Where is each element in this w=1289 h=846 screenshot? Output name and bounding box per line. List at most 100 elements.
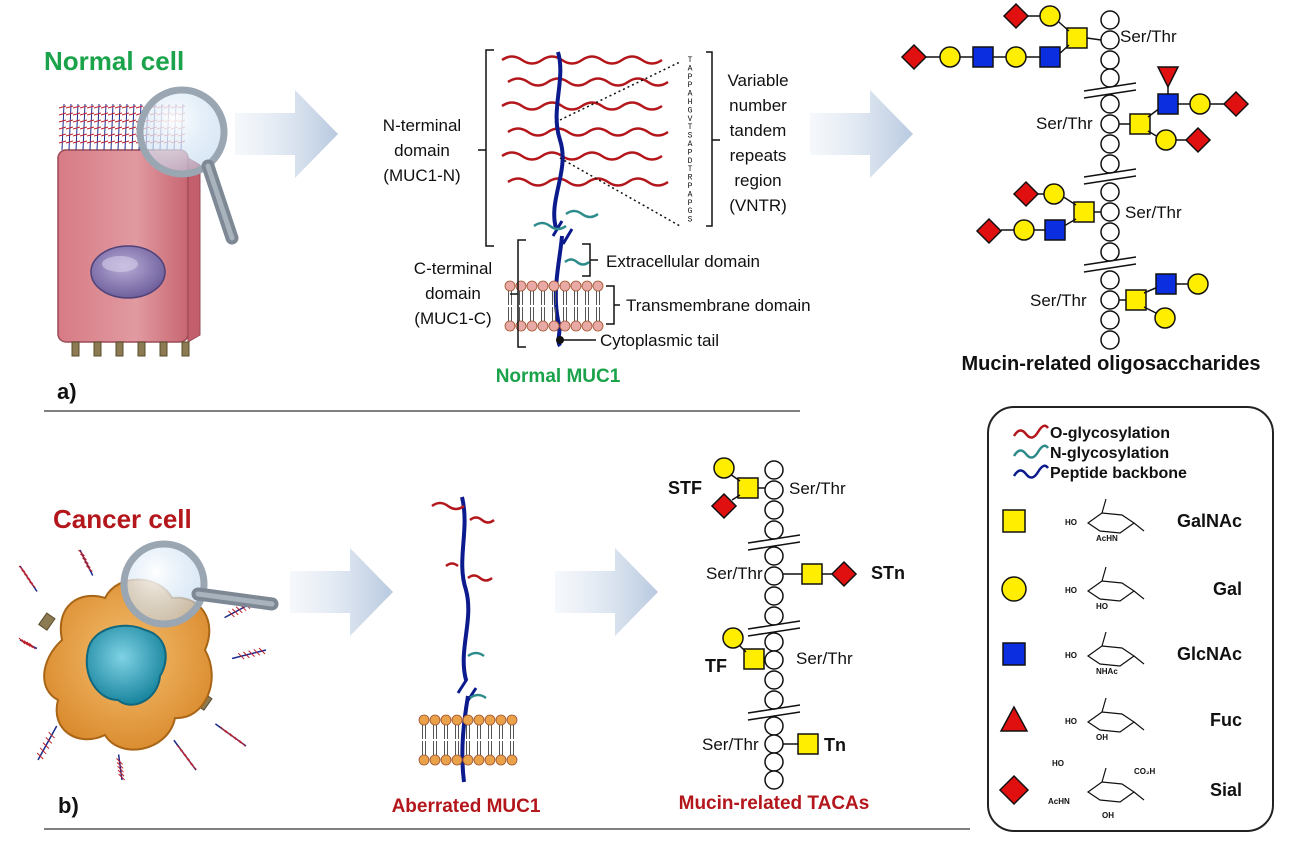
- legend-line-label: N-glycosylation: [1050, 445, 1169, 462]
- spike-glycan: [21, 569, 28, 577]
- amino-acid: [764, 632, 784, 652]
- glcnac-symbol: [1044, 219, 1066, 241]
- chem-label: AcHN: [1048, 797, 1070, 806]
- normal-cell-illustration: [57, 86, 239, 357]
- taca-stn-label: STn: [871, 563, 905, 583]
- vntr-residue: T: [688, 165, 693, 174]
- amino-acid: [764, 606, 784, 626]
- gal-symbol: [1039, 5, 1061, 27]
- glycan-strand: [58, 126, 67, 130]
- cancer-spike: [117, 754, 123, 781]
- glycan-strand: [65, 112, 74, 116]
- vntr-residue: P: [688, 73, 693, 82]
- backbone-strand: [68, 103, 72, 151]
- lipid-head: [418, 754, 430, 766]
- amino-acid: [764, 500, 784, 520]
- glycan-strand: [128, 126, 137, 130]
- glycan-strand: [121, 105, 130, 109]
- spike-glycan: [235, 606, 243, 614]
- anchor: [159, 341, 168, 357]
- taca-stn-site: Ser/Thr: [706, 564, 763, 583]
- break-mark: [1083, 89, 1137, 99]
- glycan-strand: [121, 119, 130, 123]
- spike-glycan: [18, 637, 26, 645]
- lipid-head: [526, 280, 538, 292]
- sugar-bond: [1101, 566, 1107, 582]
- legend-symbol-name: GalNAc: [1177, 511, 1242, 531]
- arrow-3: [290, 548, 393, 636]
- vntr-residue: S: [688, 132, 693, 141]
- glycan-strand: [114, 126, 123, 130]
- glycan-strand: [72, 119, 81, 123]
- glcnac-symbol: [1157, 93, 1179, 115]
- break-mark: [1083, 263, 1137, 273]
- glycan-strand: [114, 119, 123, 123]
- gal-symbol: [1043, 183, 1065, 205]
- amino-acid: [764, 460, 784, 480]
- anchor: [181, 341, 190, 357]
- break-mark: [1083, 256, 1137, 266]
- spike-glycan: [231, 608, 239, 616]
- vntr-label-3: tandem: [730, 121, 787, 140]
- glycan-strand: [114, 105, 123, 109]
- amino-acid: [764, 752, 784, 772]
- vntr-residue: S: [688, 216, 693, 225]
- glycan-strand: [79, 112, 88, 116]
- amino-acid: [764, 650, 784, 670]
- lipid-head: [484, 714, 496, 726]
- glycan-strand: [121, 112, 130, 116]
- oligo-site-4: Ser/Thr: [1030, 291, 1087, 310]
- glycan-strand: [128, 133, 137, 137]
- glycan-strand: [65, 119, 74, 123]
- spike-glycan: [243, 651, 250, 659]
- spike-glycan: [78, 549, 85, 557]
- backbone-strand: [61, 103, 65, 151]
- lipid-head: [451, 754, 463, 766]
- spike-glycan: [85, 565, 93, 572]
- o-glycan-chain: [507, 127, 669, 137]
- spike-glycan: [118, 773, 125, 781]
- break-mark: [747, 627, 801, 637]
- gal-symbol: [1154, 307, 1176, 329]
- vntr-label-2: number: [729, 96, 787, 115]
- glycan-strand: [100, 133, 109, 137]
- lipid-head: [429, 754, 441, 766]
- amino-acid: [764, 690, 784, 710]
- spike-glycan: [239, 740, 246, 747]
- sial-symbol: [900, 43, 928, 71]
- oligo-site-3: Ser/Thr: [1125, 203, 1182, 222]
- chem-label: OH: [1102, 811, 1114, 820]
- sugar-bond: [1101, 697, 1107, 713]
- amino-acid: [764, 546, 784, 566]
- vntr-residue: A: [688, 90, 693, 99]
- galnac-symbol: [797, 733, 819, 755]
- glycan-strand: [114, 112, 123, 116]
- cancer-anchor: [38, 612, 56, 631]
- amino-acid: [1100, 270, 1120, 290]
- glycan-strand: [72, 105, 81, 109]
- glycan-strand: [72, 126, 81, 130]
- spike-glycan: [186, 758, 194, 766]
- gal-symbol: [1005, 46, 1027, 68]
- o-glycan-chain: [507, 177, 669, 187]
- chem-label: CO₂H: [1134, 767, 1156, 776]
- taca-tn-site: Ser/Thr: [702, 735, 759, 754]
- spike-glycan: [176, 744, 184, 752]
- glycan-strand: [79, 119, 88, 123]
- normal-muc1-caption: Normal MUC1: [496, 366, 621, 387]
- glycan-strand: [79, 133, 88, 137]
- amino-acid: [764, 770, 784, 790]
- lipid-head: [581, 280, 593, 292]
- lipid-head: [526, 320, 538, 332]
- break-mark: [1083, 168, 1137, 178]
- cell-anchors: [71, 341, 190, 357]
- spike-glycan: [26, 577, 34, 585]
- spike-glycan: [26, 641, 34, 649]
- chem-label: AcHN: [1096, 534, 1118, 543]
- bond: [731, 494, 741, 501]
- amino-acid: [1100, 310, 1120, 330]
- gal-symbol: [939, 46, 961, 68]
